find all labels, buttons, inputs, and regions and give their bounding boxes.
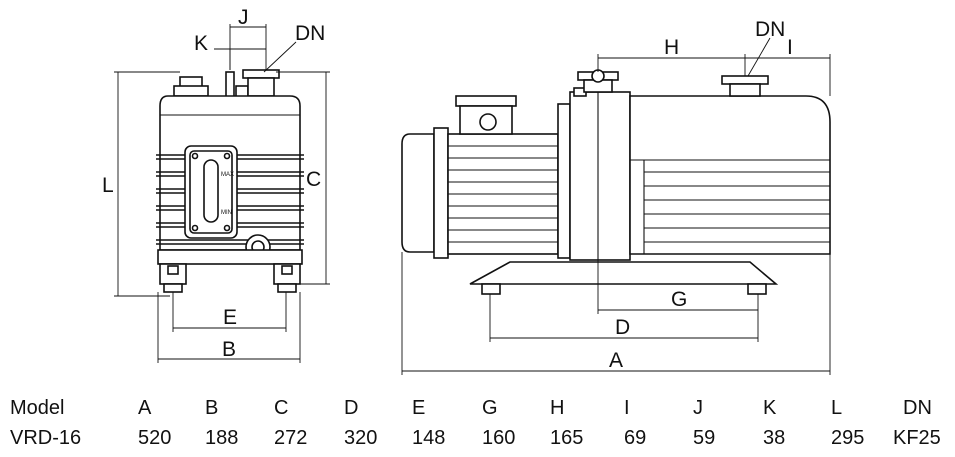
cell-model: VRD-16 [10, 427, 82, 449]
dim-dn-side-label: DN [755, 18, 785, 41]
spec-table-header: Model A B C D E G H I J K L DN [0, 394, 955, 424]
cell-l: 295 [831, 427, 865, 449]
front-dn-flange [242, 69, 280, 79]
dim-h-label: H [664, 36, 679, 59]
dim-i-label: I [787, 36, 793, 59]
cell-j: 59 [693, 427, 716, 449]
header-k: K [763, 397, 777, 419]
header-b: B [205, 397, 219, 419]
header-i: I [624, 397, 630, 419]
header-g: G [482, 397, 498, 419]
header-a: A [138, 397, 152, 419]
side-dimensions: H I DN G D A [401, 18, 831, 375]
pump-technical-drawing: MAX MIN J K DN L C [102, 6, 831, 375]
cell-a: 520 [138, 427, 172, 449]
dim-b-label: B [222, 338, 236, 361]
spec-table-row: VRD-16 520 188 272 320 148 160 165 69 59… [0, 424, 955, 454]
header-d: D [344, 397, 359, 419]
base-plate [469, 261, 779, 285]
cell-d: 320 [344, 427, 378, 449]
motor-fins [448, 145, 558, 243]
oil-sight-glass: MAX MIN [184, 145, 238, 239]
spec-table: Model A B C D E G H I J K L DN VRD-16 52… [0, 394, 955, 454]
dim-l-label: L [102, 174, 114, 197]
header-c: C [274, 397, 289, 419]
dim-k-label: K [194, 32, 208, 55]
dim-j-label: J [238, 6, 249, 29]
pump-stage-body [629, 95, 831, 255]
front-view: MAX MIN [156, 69, 304, 293]
cell-e: 148 [412, 427, 446, 449]
terminal-box-cap [455, 95, 517, 107]
min-label: MIN [221, 210, 232, 216]
fan-cover [401, 133, 435, 253]
dim-dn-front-label: DN [295, 22, 325, 45]
header-dn: DN [903, 397, 932, 419]
header-e: E [412, 397, 426, 419]
header-j: J [693, 397, 703, 419]
cell-h: 165 [550, 427, 584, 449]
max-label: MAX [221, 172, 234, 178]
dim-a-label: A [609, 349, 623, 372]
dim-d-label: D [615, 316, 630, 339]
side-view [401, 69, 831, 295]
dim-e-label: E [223, 306, 237, 329]
header-l: L [831, 397, 843, 419]
dim-g-label: G [671, 288, 687, 311]
side-dn-flange [721, 75, 769, 85]
cell-b: 188 [205, 427, 239, 449]
dim-c-label: C [306, 168, 321, 191]
cell-c: 272 [274, 427, 308, 449]
header-h: H [550, 397, 565, 419]
cell-g: 160 [482, 427, 516, 449]
header-model: Model [10, 397, 65, 419]
cell-dn: KF25 [893, 427, 941, 449]
front-dimensions: J K DN L C E B [102, 6, 330, 363]
pump-fins [630, 159, 830, 254]
cell-k: 38 [763, 427, 786, 449]
pump-housing [569, 91, 631, 261]
cell-i: 69 [624, 427, 647, 449]
